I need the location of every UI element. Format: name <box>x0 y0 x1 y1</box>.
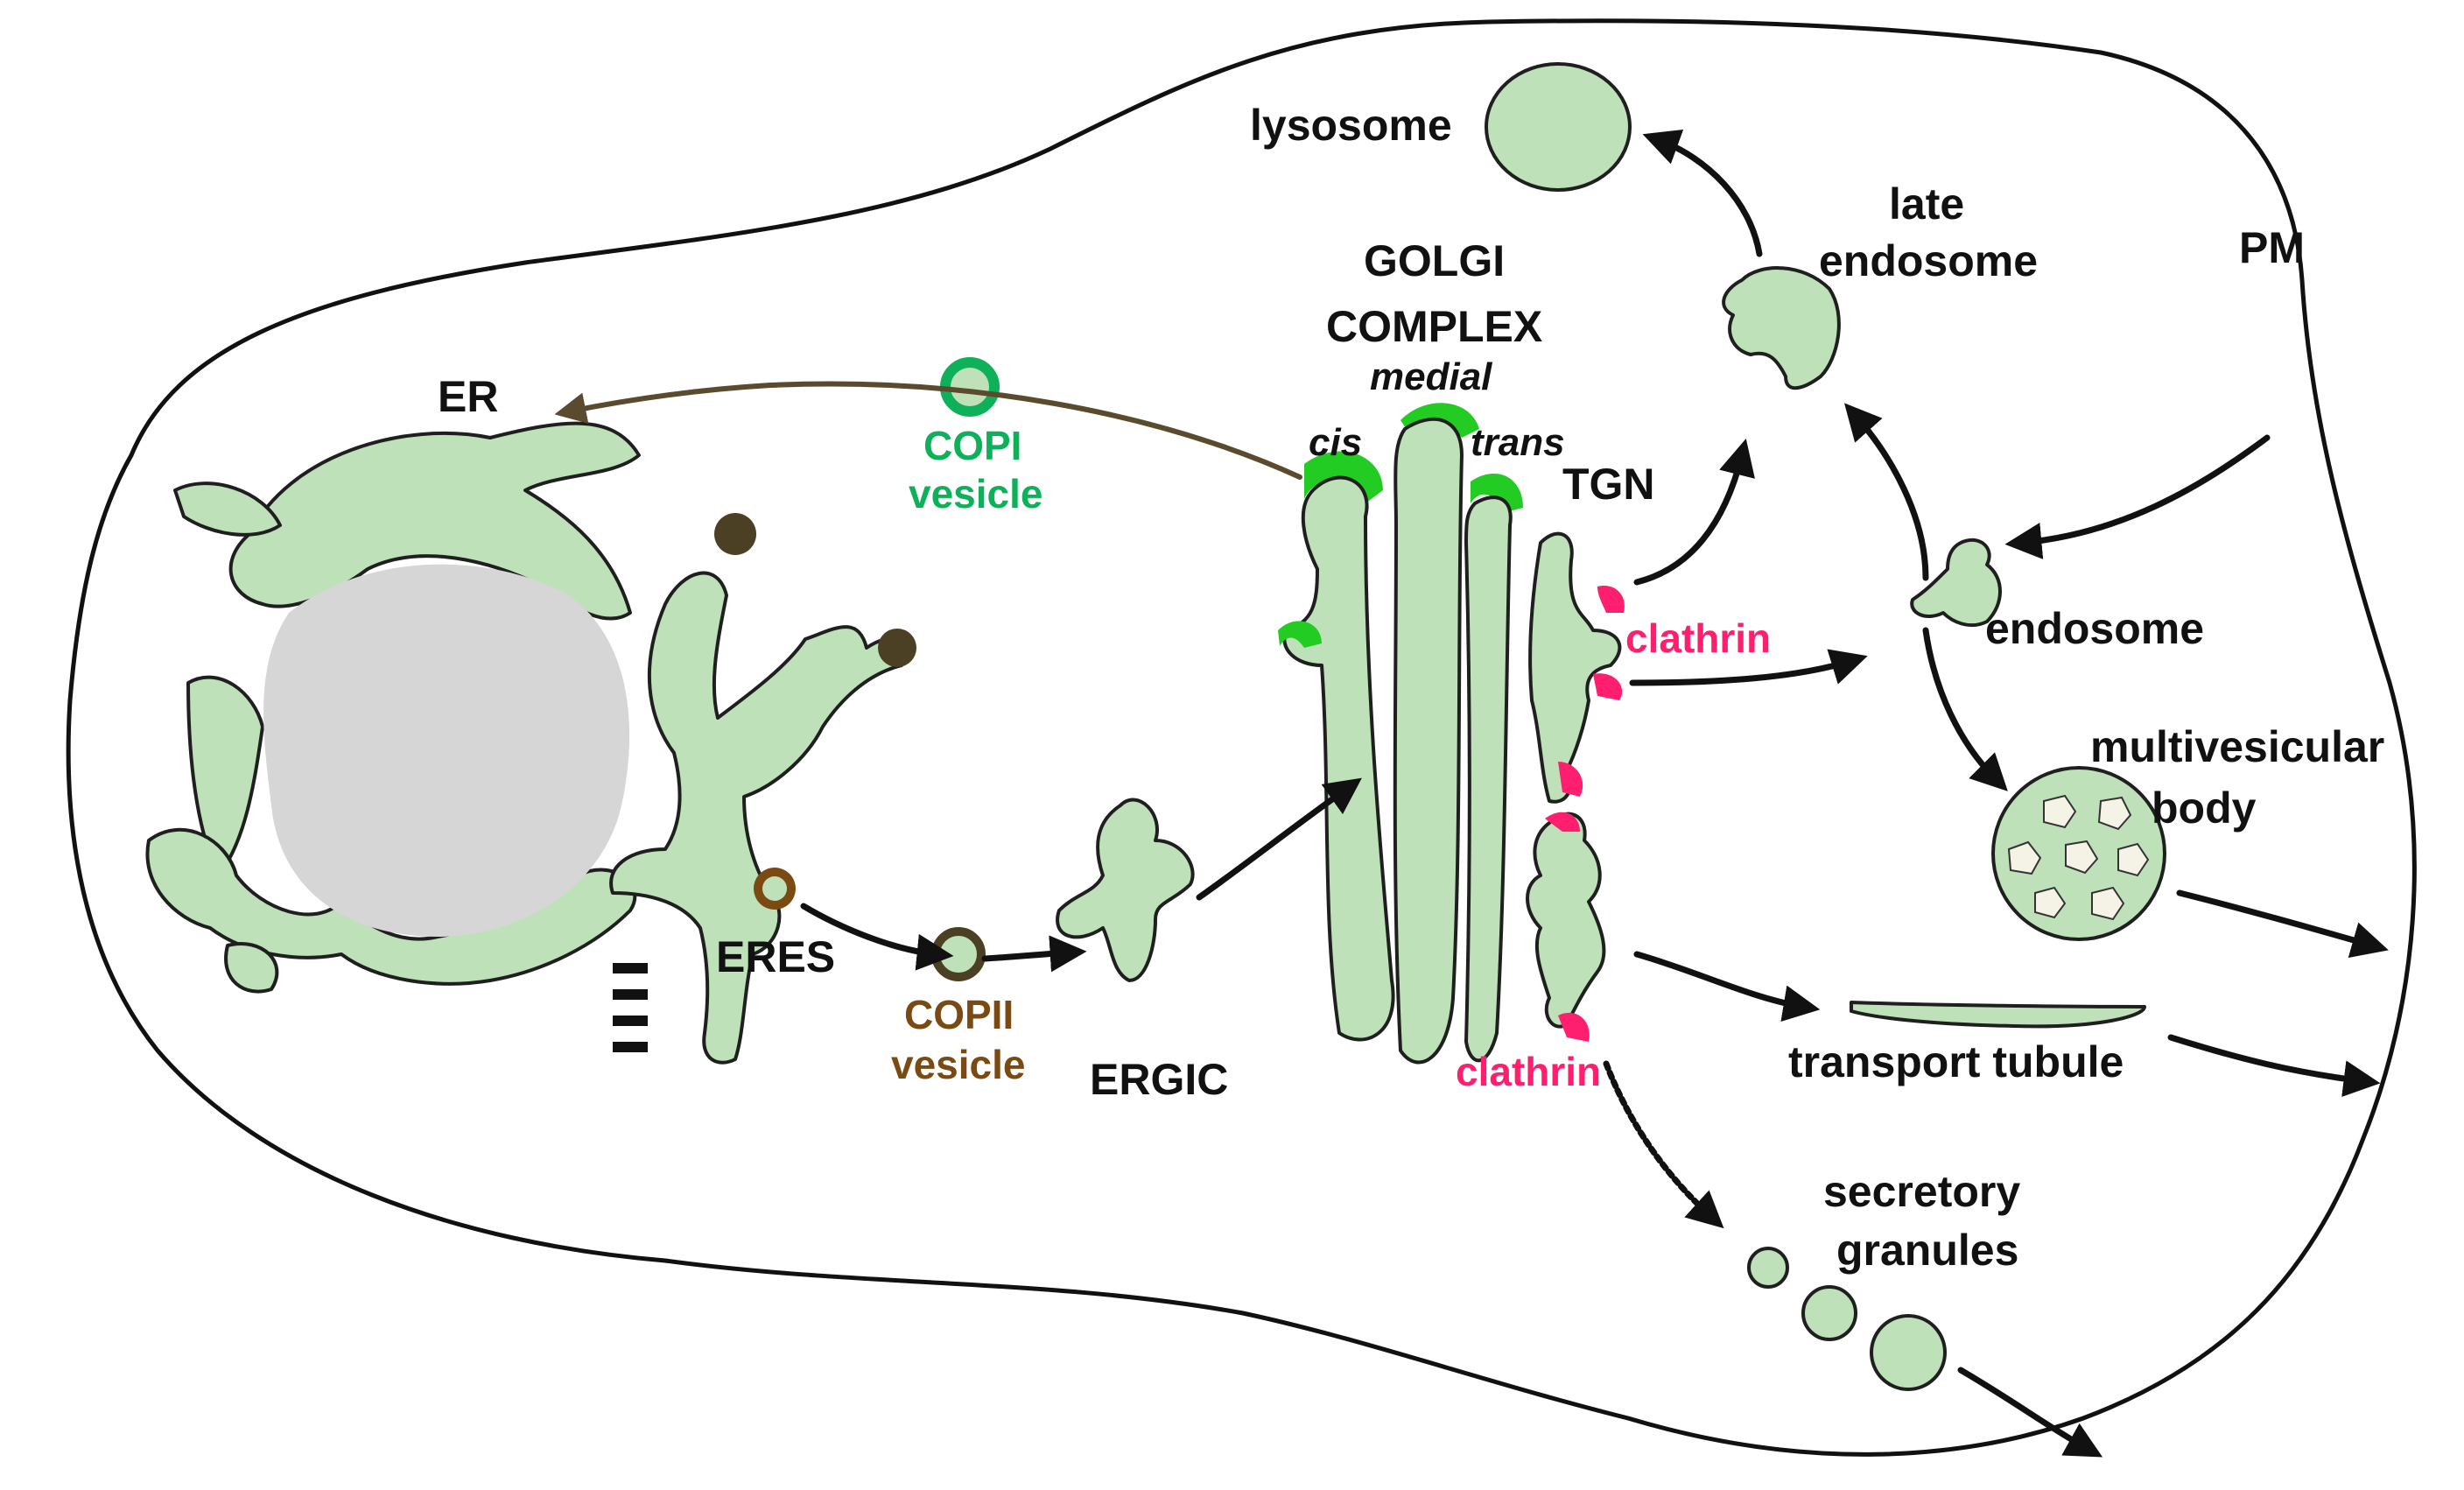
granules-to-pm-arrow <box>1957 1367 2103 1458</box>
pathway-arrows <box>554 129 2389 1458</box>
ergic-label: ERGIC <box>1090 1055 1228 1104</box>
mvb-label-1: multivesicular <box>2090 722 2384 771</box>
retrograde-arrow <box>554 381 1302 480</box>
late-endosome-label-1: late <box>1889 179 1964 228</box>
transport-tubule <box>1850 1001 2146 1029</box>
cis-label: cis <box>1309 421 1362 464</box>
er-label: ER <box>438 372 498 421</box>
secretory-granules <box>1747 1247 1947 1391</box>
tgn-to-endosome-arrow <box>1629 649 1868 686</box>
golgi-label-1: GOLGI <box>1364 236 1505 285</box>
labels: lysosome late endosome PM GOLGI COMPLEX … <box>438 101 2384 1275</box>
late-endosome-label-2: endosome <box>1819 236 2038 285</box>
ergic <box>1056 798 1195 982</box>
late-endosome <box>1722 266 1841 390</box>
tgn-label: TGN <box>1562 460 1655 509</box>
copii-to-ergic-arrow <box>981 935 1087 973</box>
secretory-label-1: secretory <box>1823 1167 2020 1216</box>
eres-branch <box>609 513 916 1065</box>
ergic-to-golgi-arrow <box>1196 777 1362 901</box>
endosome-to-late-endosome-arrow <box>1843 403 1929 581</box>
tgn-to-late-endosome-arrow <box>1633 438 1755 586</box>
golgi-complex <box>1278 403 1523 1065</box>
copii-vesicle <box>931 927 986 981</box>
medial-label: medial <box>1370 355 1492 398</box>
trans-golgi-network <box>1526 531 1625 1042</box>
endosome <box>1910 538 2002 628</box>
lysosome <box>1485 62 1632 192</box>
tgn-to-tubule-arrow <box>1633 951 1821 1023</box>
eres-label: ERES <box>716 932 835 981</box>
multivesicular-body <box>1991 766 2166 941</box>
transport-tubule-label: transport tubule <box>1788 1037 2124 1086</box>
plasma-membrane <box>66 18 2417 1457</box>
secretory-label-2: granules <box>1836 1226 2018 1275</box>
pm-label: PM <box>2239 223 2305 272</box>
lysosome-label: lysosome <box>1250 101 1452 150</box>
trans-label: trans <box>1471 421 1565 464</box>
nucleus <box>263 564 630 937</box>
copii-label-1: COPII <box>904 992 1014 1037</box>
copi-vesicle <box>940 357 1000 417</box>
clathrin-bottom-label: clathrin <box>1456 1049 1601 1094</box>
tubule-to-pm-arrow <box>2167 1034 2381 1098</box>
mvb-to-pm-arrow <box>2176 889 2389 959</box>
eres-to-copii-arrow <box>800 903 954 971</box>
pm-to-endosome-arrow <box>2004 434 2271 559</box>
copi-label-2: vesicle <box>909 471 1042 517</box>
copii-label-2: vesicle <box>891 1042 1025 1087</box>
golgi-label-2: COMPLEX <box>1326 302 1542 351</box>
endosome-label: endosome <box>1985 604 2204 653</box>
tgn-to-granules-arrow <box>1603 1060 1724 1229</box>
mvb-label-2: body <box>2152 784 2257 833</box>
clathrin-top-label: clathrin <box>1625 615 1771 661</box>
copi-label-1: COPI <box>923 423 1021 468</box>
endosome-to-mvb-arrow <box>1922 627 2008 791</box>
late-endosome-to-lysosome-arrow <box>1642 129 1763 257</box>
